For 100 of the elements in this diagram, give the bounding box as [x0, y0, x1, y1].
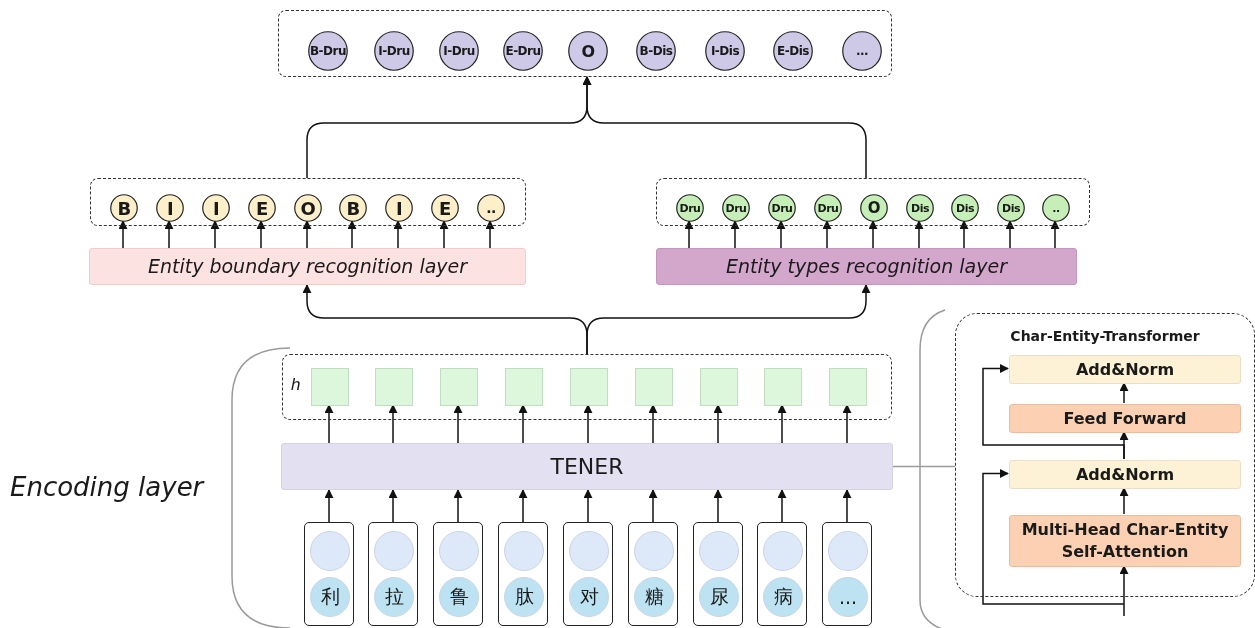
hidden-state-group [282, 354, 892, 420]
module-panel [955, 313, 1255, 597]
tag-circle: O [294, 194, 322, 222]
arrow [842, 489, 852, 523]
character-circle: 病 [763, 577, 803, 617]
arrow [730, 220, 740, 249]
arrow [777, 489, 787, 523]
tag-circle: Dis [951, 194, 979, 222]
tag-circle: .. [477, 194, 505, 222]
tag-circle: E-Dru [503, 31, 543, 71]
output-group [656, 178, 1090, 226]
tag-circle: B [339, 194, 367, 222]
process-box: Add&Norm [1009, 460, 1241, 489]
tag-circle: Dis [906, 194, 934, 222]
arrow [582, 76, 867, 179]
tag-circle: Dru [814, 194, 842, 222]
arrow [388, 404, 398, 444]
vector-square [505, 368, 543, 406]
arrow [1050, 220, 1060, 249]
character-circle: 糖 [634, 577, 674, 617]
arrow [822, 220, 832, 249]
encoder-box: TENER [281, 443, 893, 490]
arrow [439, 220, 449, 249]
arrow [713, 404, 723, 444]
token-card [433, 522, 483, 626]
vector-square [570, 368, 608, 406]
token-card [498, 522, 548, 626]
tag-circle: Dru [676, 194, 704, 222]
arrow [776, 220, 786, 249]
tag-circle: .. [1042, 194, 1070, 222]
tag-circle: I-Dru [374, 31, 414, 71]
character-circle: 对 [569, 577, 609, 617]
arrow [518, 404, 528, 444]
token-card [304, 522, 354, 626]
arrow [324, 489, 334, 523]
tag-circle: I [156, 194, 184, 222]
arrow [583, 404, 593, 444]
arrow [648, 489, 658, 523]
arrow [256, 220, 266, 249]
tag-circle: B-Dru [308, 31, 348, 71]
arrow [485, 220, 495, 249]
tag-circle: E [431, 194, 459, 222]
process-box: Multi-Head Char-Entity Self-Attention [1009, 515, 1241, 567]
arrow [302, 220, 312, 249]
vector-square [700, 368, 738, 406]
character-circle: 利 [310, 577, 350, 617]
layer-box: Entity types recognition layer [656, 248, 1077, 285]
vector-square [440, 368, 478, 406]
arrow [586, 284, 871, 355]
arrow [777, 404, 787, 444]
tag-circle: O [860, 194, 888, 222]
tag-circle: E [248, 194, 276, 222]
output-group [278, 10, 892, 77]
character-circle: 鲁 [439, 577, 479, 617]
arrow [684, 220, 694, 249]
tag-circle: I [202, 194, 230, 222]
vector-square [635, 368, 673, 406]
arrow [210, 220, 220, 249]
character-circle: ... [828, 577, 868, 617]
arrow [982, 364, 1125, 460]
tag-circle: I-Dis [705, 31, 745, 71]
arrow [868, 220, 878, 249]
arrow [1119, 565, 1129, 617]
process-box: Add&Norm [1009, 355, 1241, 384]
tag-circle: B-Dis [636, 31, 676, 71]
tag-circle: O [568, 31, 608, 71]
token-card [693, 522, 743, 626]
arrow [388, 489, 398, 523]
vector-square [375, 368, 413, 406]
token-card [628, 522, 678, 626]
vector-square [764, 368, 802, 406]
arrow [164, 220, 174, 249]
arrow [324, 404, 334, 444]
vector-label: h [291, 375, 301, 395]
arrow [842, 404, 852, 444]
arrow [914, 220, 924, 249]
arrow [453, 489, 463, 523]
character-circle: 肽 [504, 577, 544, 617]
arrow [518, 489, 528, 523]
arrow [1119, 382, 1129, 404]
tag-circle: E-Dis [773, 31, 813, 71]
token-card [757, 522, 807, 626]
section-label: Encoding layer [10, 472, 204, 502]
connector-line [892, 465, 956, 468]
process-box: Feed Forward [1009, 404, 1241, 433]
arrow [982, 469, 1125, 605]
tag-circle: Dru [768, 194, 796, 222]
token-card [368, 522, 418, 626]
tag-circle: ... [842, 31, 882, 71]
panel-title: Char-Entity-Transformer [1009, 328, 1201, 344]
vector-square [829, 368, 867, 406]
arrow [583, 489, 593, 523]
arrow [648, 404, 658, 444]
tag-circle: Dis [997, 194, 1025, 222]
tag-circle: Dru [722, 194, 750, 222]
tag-circle: B [110, 194, 138, 222]
token-card [563, 522, 613, 626]
arrow [118, 220, 128, 249]
arrow [393, 220, 403, 249]
vector-square [311, 368, 349, 406]
